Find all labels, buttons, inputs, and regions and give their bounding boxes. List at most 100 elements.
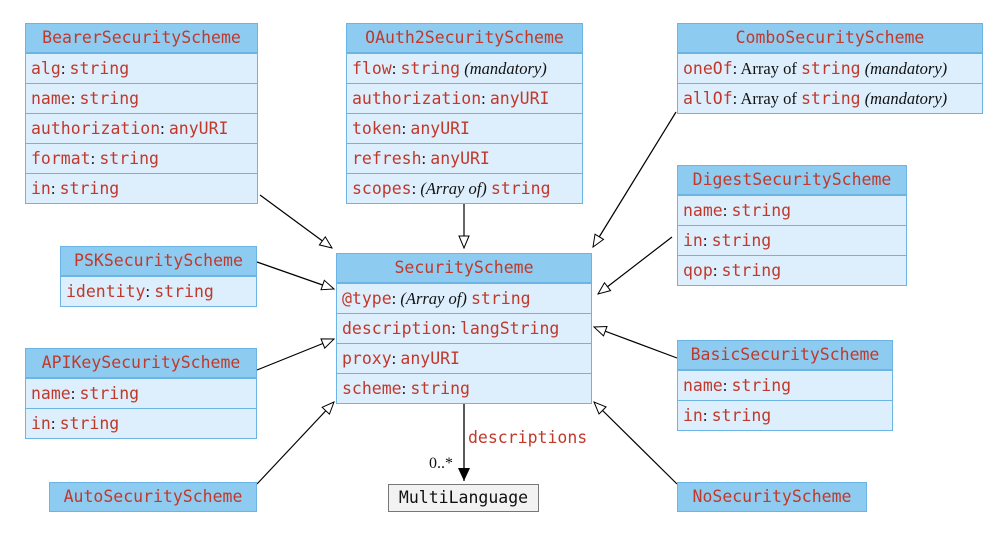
attribute-name: alg [31, 59, 61, 78]
attribute-name: proxy [342, 349, 392, 368]
attribute-name: qop [683, 261, 713, 280]
class-no-security-scheme[interactable]: NoSecurityScheme [677, 482, 867, 512]
attribute-separator: : [70, 89, 80, 108]
attribute-separator: : [391, 289, 401, 308]
edge-combo-to-security [593, 111, 677, 247]
attribute-separator: : [702, 231, 712, 250]
attribute-prefix: (Array of) [400, 289, 467, 308]
attribute-row: description: langString [337, 313, 591, 343]
attribute-type: string [731, 201, 792, 220]
attribute-name: name [31, 89, 71, 108]
attribute-name: description [342, 319, 452, 338]
attribute-row: format: string [26, 143, 257, 173]
class-name: NoSecurityScheme [678, 483, 866, 511]
attribute-name: scheme [342, 379, 402, 398]
attribute-row: in: string [678, 225, 906, 255]
attribute-name: authorization [352, 89, 482, 108]
attribute-name: name [683, 201, 723, 220]
attribute-row: qop: string [678, 255, 906, 285]
edge-psk-to-security [256, 261, 334, 289]
attribute-type: string [59, 414, 120, 433]
class-auto-security-scheme[interactable]: AutoSecurityScheme [49, 482, 257, 512]
attribute-separator: : [411, 179, 421, 198]
attribute-name: in [683, 231, 703, 250]
class-name: OAuth2SecurityScheme [347, 24, 582, 53]
attribute-type: string [59, 179, 120, 198]
attribute-name: allOf [683, 89, 733, 108]
attribute-type: string [79, 384, 140, 403]
attribute-name: in [31, 414, 51, 433]
class-bearer-security-scheme[interactable]: BearerSecurityScheme alg: string name: str… [25, 23, 258, 204]
association-multiplicity-label: 0..* [429, 455, 453, 472]
attribute-row: allOf: Array of string (mandatory) [678, 83, 982, 113]
attribute-row: authorization: anyURI [26, 113, 257, 143]
attribute-row: refresh: anyURI [347, 143, 582, 173]
attribute-row: proxy: anyURI [337, 343, 591, 373]
attribute-row: name: string [26, 378, 256, 408]
attribute-type: string [800, 89, 861, 108]
attribute-type: string [400, 59, 461, 78]
attribute-row: in: string [26, 408, 256, 438]
attribute-row: in: string [26, 173, 257, 203]
attribute-type: string [731, 376, 792, 395]
attribute-row: oneOf: Array of string (mandatory) [678, 53, 982, 83]
attribute-name: in [31, 179, 51, 198]
attribute-separator: : [60, 59, 70, 78]
attribute-separator: : [391, 349, 401, 368]
attribute-row: name: string [26, 83, 257, 113]
attribute-name: @type [342, 289, 392, 308]
edge-bearer-to-security [259, 194, 332, 248]
attribute-type: anyURI [410, 119, 470, 138]
attribute-type: string [800, 59, 861, 78]
edge-nosec-to-security [594, 402, 678, 485]
class-multilanguage[interactable]: MultiLanguage [388, 484, 539, 512]
attribute-row: scheme: string [337, 373, 591, 403]
attribute-type: anyURI [400, 349, 460, 368]
attribute-name: refresh [352, 149, 422, 168]
attribute-name: in [683, 406, 703, 425]
attribute-name: format [31, 149, 91, 168]
edge-auto-to-security [256, 402, 334, 485]
attribute-type: string [99, 149, 159, 168]
attribute-row: in: string [678, 400, 892, 430]
attribute-separator: : [160, 119, 169, 138]
attribute-name: authorization [31, 119, 161, 138]
attribute-type: string [410, 379, 470, 398]
attribute-separator: : Array of [732, 59, 801, 78]
attribute-type: string [721, 261, 782, 280]
attribute-name: token [352, 119, 402, 138]
attribute-name: oneOf [683, 59, 733, 78]
class-name: AutoSecurityScheme [50, 483, 256, 511]
class-name: SecurityScheme [337, 254, 591, 283]
attribute-separator: : [401, 379, 411, 398]
class-name: BearerSecurityScheme [26, 24, 257, 53]
attribute-separator: : [722, 376, 732, 395]
attribute-separator: : [70, 384, 80, 403]
attribute-note: (mandatory) [864, 59, 948, 78]
class-digest-security-scheme[interactable]: DigestSecurityScheme name: string in: stri… [677, 165, 907, 286]
attribute-separator: : [401, 119, 411, 138]
attribute-prefix: (Array of) [420, 179, 487, 198]
attribute-type: langString [460, 319, 560, 338]
attribute-separator: : [481, 89, 490, 108]
attribute-row: identity: string [61, 276, 256, 306]
attribute-separator: : Array of [732, 89, 801, 108]
class-name: ComboSecurityScheme [678, 24, 982, 53]
attribute-name: name [31, 384, 71, 403]
attribute-name: identity [66, 282, 146, 301]
attribute-separator: : [90, 149, 100, 168]
edge-digest-to-security [598, 236, 673, 294]
attribute-separator: : [50, 179, 60, 198]
class-security-scheme[interactable]: SecurityScheme @type: (Array of) string de… [336, 253, 592, 404]
class-name: PSKSecurityScheme [61, 247, 256, 276]
attribute-row: scopes: (Array of) string [347, 173, 582, 203]
class-name: DigestSecurityScheme [678, 166, 906, 195]
attribute-type: anyURI [489, 89, 550, 108]
attribute-type: anyURI [168, 119, 229, 138]
